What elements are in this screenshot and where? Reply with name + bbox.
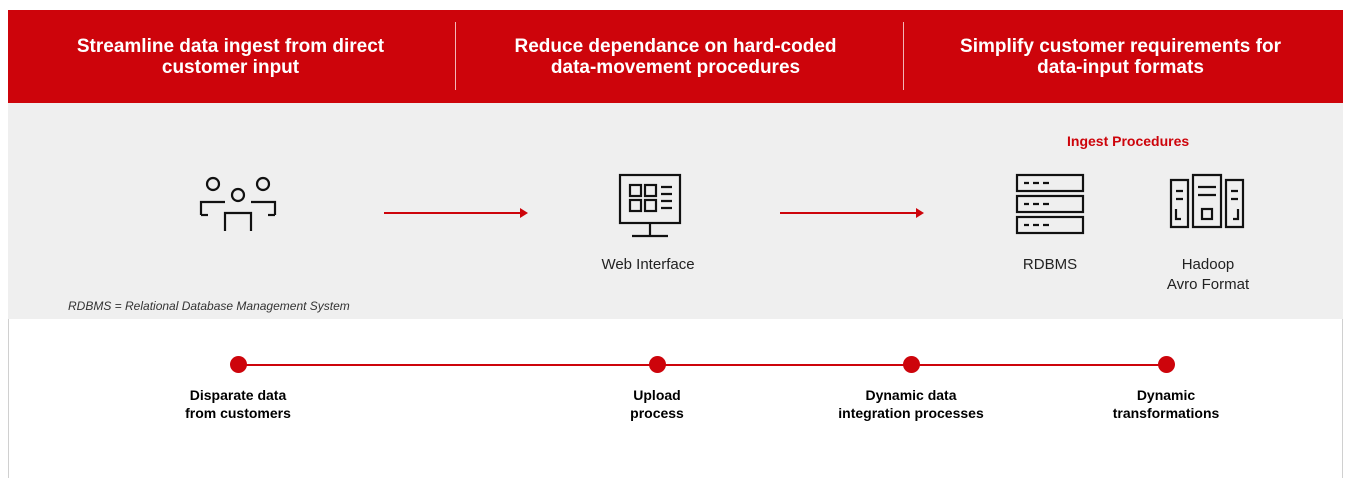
timeline-panel: Disparate data from customers Upload pro… bbox=[8, 319, 1343, 478]
rdbms-footnote: RDBMS = Relational Database Management S… bbox=[68, 299, 350, 313]
step-disparate-data: Disparate data from customers bbox=[185, 387, 291, 421]
flow-arrow bbox=[780, 208, 924, 218]
hadoop-files-icon bbox=[1169, 173, 1245, 229]
goal-reduce: Reduce dependance on hard-coded data-mov… bbox=[514, 35, 837, 78]
timeline-dot bbox=[230, 356, 247, 373]
people-group-icon bbox=[199, 176, 277, 231]
banner-divider bbox=[455, 22, 456, 90]
web-interface-label: Web Interface bbox=[601, 256, 695, 273]
goals-banner: Streamline data ingest from direct custo… bbox=[8, 10, 1343, 103]
rdbms-label: RDBMS bbox=[1022, 256, 1078, 273]
timeline-line bbox=[237, 364, 1169, 366]
banner-divider bbox=[903, 22, 904, 90]
diagram-frame: Streamline data ingest from direct custo… bbox=[8, 10, 1343, 478]
flow-panel: Web Interface Ingest Procedures RDBMS bbox=[8, 103, 1343, 319]
goal-simplify: Simplify customer requirements for data-… bbox=[960, 35, 1281, 78]
hadoop-label: Hadoop Avro Format bbox=[1166, 256, 1250, 293]
timeline-dot bbox=[903, 356, 920, 373]
step-upload: Upload process bbox=[630, 387, 684, 421]
flow-arrow bbox=[384, 208, 528, 218]
timeline-dot bbox=[1158, 356, 1175, 373]
step-integration: Dynamic data integration processes bbox=[838, 387, 984, 421]
web-interface-monitor-icon bbox=[618, 173, 682, 238]
server-rack-icon bbox=[1015, 173, 1085, 235]
timeline-dot bbox=[649, 356, 666, 373]
ingest-procedures-title: Ingest Procedures bbox=[1067, 133, 1190, 149]
step-transformations: Dynamic transformations bbox=[1112, 387, 1220, 421]
goal-streamline: Streamline data ingest from direct custo… bbox=[76, 35, 385, 78]
